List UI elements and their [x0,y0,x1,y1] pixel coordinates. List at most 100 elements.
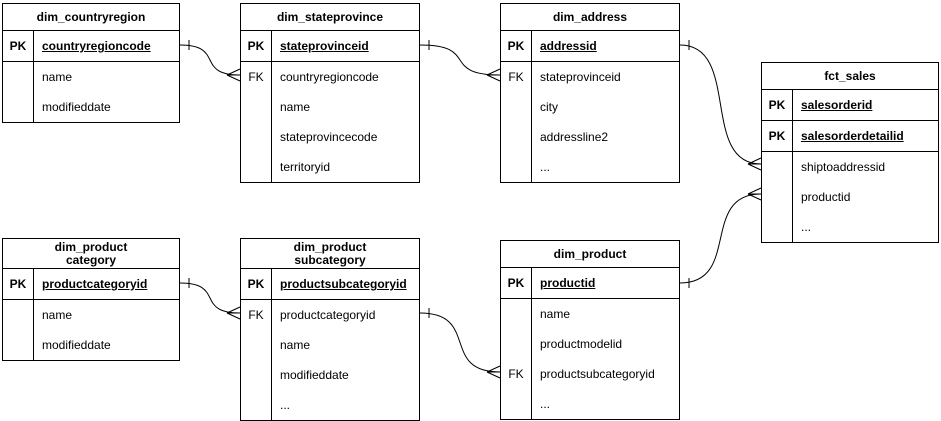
column-name: countryregioncode [42,39,151,53]
table-title: dim_stateprovince [241,4,419,31]
column-name: productmodelid [540,337,623,351]
key-badge [241,330,272,360]
key-badge [501,389,532,419]
key-badge [241,92,272,122]
key-badge [241,390,272,420]
key-badge: PK [501,31,532,61]
column-row-addressid: PK addressid [501,31,679,62]
crow-foot-prong [747,193,762,201]
key-badge [501,92,532,122]
column-name: productid [801,190,851,204]
column-name: salesorderid [801,98,873,112]
column-row-ellipsis: ... [762,212,938,242]
key-badge: FK [501,359,532,389]
relationship-dim_product_category-to-dim_product_subcategory [179,278,241,320]
column-row-stateprovincecode: stateprovincecode [241,122,419,152]
column-name: stateprovincecode [280,130,378,144]
table-title: dim_countryregion [3,4,179,31]
key-badge: PK [3,31,34,61]
column-name: name [540,307,571,321]
column-name: ... [540,397,551,411]
column-row-addressline2: addressline2 [501,122,679,152]
column-name: territoryid [280,160,331,174]
relationship-line [679,193,762,284]
column-name: countryregioncode [280,70,379,84]
table-title-line: dim_product [553,246,627,261]
column-row-ellipsis: ... [501,152,679,182]
relationship-dim_address-to-fct_sales [679,40,762,171]
column-name: salesorderdetailid [801,129,904,143]
key-badge [241,360,272,390]
key-badge: PK [241,269,272,299]
table-title-line: dim_product [54,239,128,254]
key-badge: FK [241,62,272,92]
key-badge [3,300,34,330]
crow-foot-prong [226,306,241,314]
table-title: dim_product [501,241,679,268]
column-row-modifieddate: modifieddate [3,330,179,360]
column-row-name: name [501,299,679,329]
key-badge: PK [762,90,793,120]
column-row-productsubcategoryid: PK productsubcategoryid [241,269,419,300]
key-badge [241,122,272,152]
key-badge: PK [241,31,272,61]
column-name: ... [801,220,812,234]
key-badge [501,329,532,359]
column-name: productsubcategoryid [280,277,407,291]
column-name: ... [280,398,291,412]
column-name: stateprovinceid [540,70,621,84]
column-row-name: name [3,62,179,92]
column-row-modifieddate: modifieddate [241,360,419,390]
crow-foot-prong [747,163,762,171]
key-badge [501,299,532,329]
column-row-countryregioncode: FK countryregioncode [241,62,419,92]
column-name: ... [540,160,551,174]
table-title-line: dim_product [293,239,367,254]
column-row-shiptoaddressid: shiptoaddressid [762,152,938,182]
relationship-dim_stateprovince-to-dim_address [419,40,501,82]
column-name: addressid [540,39,597,53]
column-name: city [540,100,558,114]
crow-foot-prong [226,312,241,320]
column-row-territoryid: territoryid [241,152,419,182]
key-badge [762,182,793,212]
table-title-line: category [65,252,117,267]
key-badge [241,152,272,182]
table-title-line: subcategory [294,252,366,267]
crow-foot-prong [486,371,501,379]
column-row-stateprovinceid: FK stateprovinceid [501,62,679,92]
table-title-line: dim_address [552,9,628,24]
column-row-salesorderdetailid: PK salesorderdetailid [762,121,938,152]
key-badge: PK [762,121,793,151]
column-name: name [42,70,73,84]
column-row-city: city [501,92,679,122]
column-name: modifieddate [42,338,111,352]
column-name: modifieddate [42,100,111,114]
crow-foot-prong [226,74,241,82]
column-row-modifieddate: modifieddate [3,92,179,122]
column-row-productid: productid [762,182,938,212]
key-badge: FK [501,62,532,92]
key-badge: FK [241,300,272,330]
key-badge [3,62,34,92]
table-title-line: dim_countryregion [36,9,146,24]
crow-foot-prong [486,365,501,373]
table-title: fct_sales [762,63,938,90]
relationship-line [419,312,501,373]
relationship-line [419,44,501,76]
column-name: productcategoryid [42,277,148,291]
table-title: dim_address [501,4,679,31]
relationship-dim_countryregion-to-dim_stateprovince [179,40,241,82]
relationship-line [679,44,762,165]
column-name: productid [540,276,596,290]
